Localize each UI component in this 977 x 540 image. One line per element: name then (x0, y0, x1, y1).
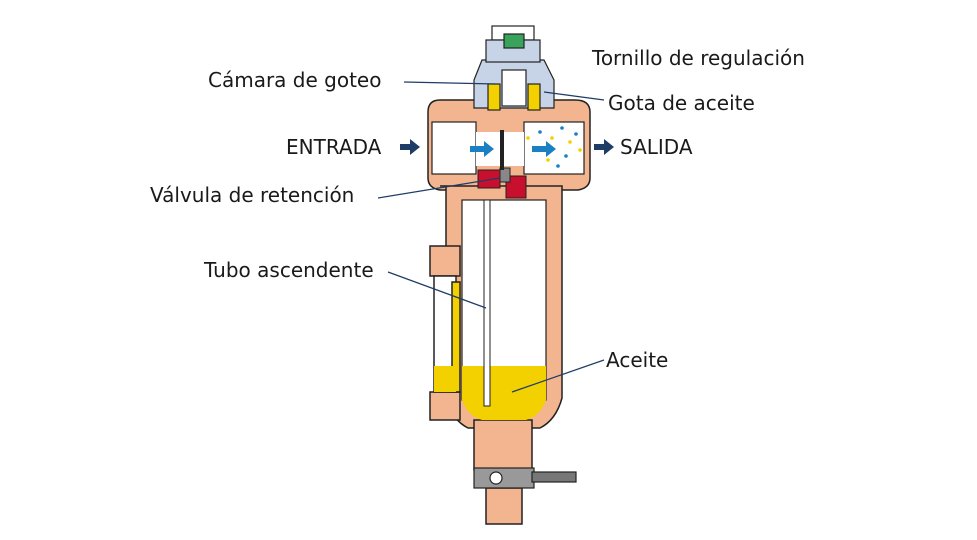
leader-lines (377, 81, 605, 393)
flow-arrows (470, 141, 556, 157)
label-outlet: SALIDA (620, 135, 693, 159)
inlet-arrow (400, 139, 420, 155)
drain-valve (473, 467, 577, 489)
outlet-arrow (594, 139, 614, 155)
leader-check-valve (377, 177, 501, 199)
label-regulating-screw: Tornillo de regulación (592, 46, 805, 70)
riser-tube (483, 199, 491, 407)
label-check-valve: Válvula de retención (150, 183, 355, 207)
inlet-passage (431, 121, 477, 175)
oil-level (462, 366, 546, 420)
oil-mist (526, 126, 582, 168)
label-inlet: ENTRADA (286, 135, 382, 159)
label-riser-tube: Tubo ascendente (204, 258, 374, 282)
label-oil-drop: Gota de aceite (608, 91, 755, 115)
valve-stem (500, 130, 504, 170)
sight-glass (429, 245, 461, 421)
label-drip-chamber: Cámara de goteo (208, 68, 382, 92)
label-oil: Aceite (606, 348, 669, 372)
check-valve (477, 167, 527, 199)
leader-drip-chamber (403, 81, 497, 85)
drip-chamber (473, 59, 555, 111)
leader-oil-drop (543, 91, 605, 101)
leader-riser-tube (387, 271, 487, 309)
leader-oil (511, 359, 605, 393)
regulating-screw (485, 25, 541, 63)
